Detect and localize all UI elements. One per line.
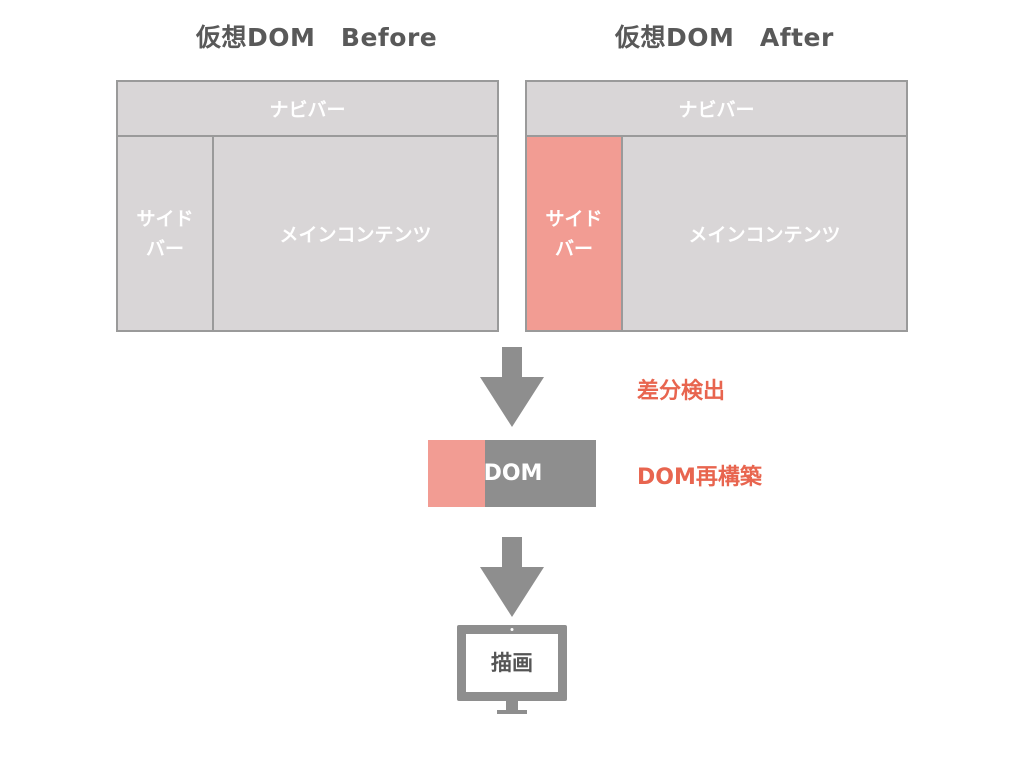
after-sidebar-label-line1: サイド xyxy=(545,207,603,230)
after-sidebar-changed: サイド バー xyxy=(527,137,623,330)
after-title: 仮想DOM After xyxy=(615,23,834,52)
after-main-label: メインコンテンツ xyxy=(688,224,841,246)
render-label: 描画 xyxy=(491,651,533,675)
down-arrow-icon xyxy=(480,347,544,427)
before-sidebar-label-line1: サイド xyxy=(136,207,194,230)
after-sidebar-label-line2: バー xyxy=(554,237,593,260)
after-navbar: ナビバー xyxy=(527,82,906,137)
dom-rebuild-label: DOM再構築 xyxy=(637,465,762,490)
after-main-content: メインコンテンツ xyxy=(623,137,906,330)
dom-bar-label: DOM xyxy=(483,461,543,486)
dom-changed-segment xyxy=(428,440,485,507)
down-arrow-icon xyxy=(480,537,544,617)
before-layout: ナビバー サイド バー メインコンテンツ xyxy=(116,80,499,332)
before-navbar: ナビバー xyxy=(118,82,497,137)
dom-bar: DOM xyxy=(428,440,596,507)
after-navbar-label: ナビバー xyxy=(678,99,755,121)
diff-detection-label: 差分検出 xyxy=(637,379,726,404)
before-main-content: メインコンテンツ xyxy=(214,137,497,330)
before-title: 仮想DOM Before xyxy=(196,23,438,52)
after-layout: ナビバー サイド バー メインコンテンツ xyxy=(525,80,908,332)
monitor-icon: 描画 xyxy=(457,625,567,715)
before-sidebar-label-line2: バー xyxy=(145,237,184,260)
before-main-label: メインコンテンツ xyxy=(279,224,432,246)
before-sidebar: サイド バー xyxy=(118,137,214,330)
before-navbar-label: ナビバー xyxy=(269,99,346,121)
